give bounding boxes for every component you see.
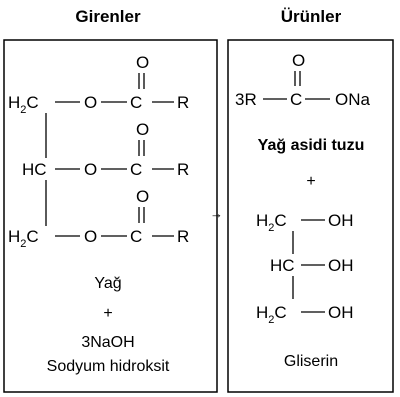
three-r: 3R	[235, 90, 257, 109]
carbonyl-o-3: O	[136, 187, 149, 206]
carbonyl-c-3: C	[130, 227, 142, 246]
reactants-plus: +	[103, 305, 112, 322]
reactants-box	[3, 39, 218, 393]
glycerol-hc: HC	[270, 256, 295, 275]
products-box	[227, 39, 394, 393]
r-group-2: R	[177, 160, 189, 179]
glycerol-structure: H2C OH HC OH H2C OH	[256, 211, 354, 326]
glycerol-oh-1: OH	[328, 211, 354, 230]
products-plus: +	[306, 173, 315, 190]
naoh-name: Sodyum hidroksit	[47, 358, 170, 375]
ester-o-2: O	[84, 160, 97, 179]
hc-middle: HC	[22, 160, 47, 179]
ester-o-1: O	[84, 93, 97, 112]
triglyceride-structure: H2C O C R O HC O C R O H2C O C R O	[8, 53, 189, 250]
soap-label: Yağ asidi tuzu	[258, 137, 365, 154]
reaction-arrow: →	[210, 206, 223, 221]
carbonyl-c-2: C	[130, 160, 142, 179]
h2c-bottom: H2C	[8, 227, 39, 250]
ona-group: ONa	[335, 90, 371, 109]
products-header: Ürünler	[281, 7, 342, 26]
reactants-header: Girenler	[75, 7, 141, 26]
carbonyl-c-1: C	[130, 93, 142, 112]
h2c-top: H2C	[8, 93, 39, 116]
fat-label: Yağ	[94, 275, 121, 292]
glycerol-h2c-top: H2C	[256, 211, 287, 234]
carbonyl-o-2: O	[136, 120, 149, 139]
soap-carbonyl-o: O	[292, 51, 305, 70]
soap-carbonyl-c: C	[290, 90, 302, 109]
r-group-3: R	[177, 227, 189, 246]
r-group-1: R	[177, 93, 189, 112]
glycerol-h2c-bottom: H2C	[256, 303, 287, 326]
glycerol-oh-2: OH	[328, 256, 354, 275]
carbonyl-o-1: O	[136, 53, 149, 72]
naoh-formula: 3NaOH	[81, 334, 134, 351]
glycerol-label: Gliserin	[284, 353, 338, 370]
soap-structure: 3R C ONa O	[235, 51, 371, 109]
glycerol-oh-3: OH	[328, 303, 354, 322]
ester-o-3: O	[84, 227, 97, 246]
